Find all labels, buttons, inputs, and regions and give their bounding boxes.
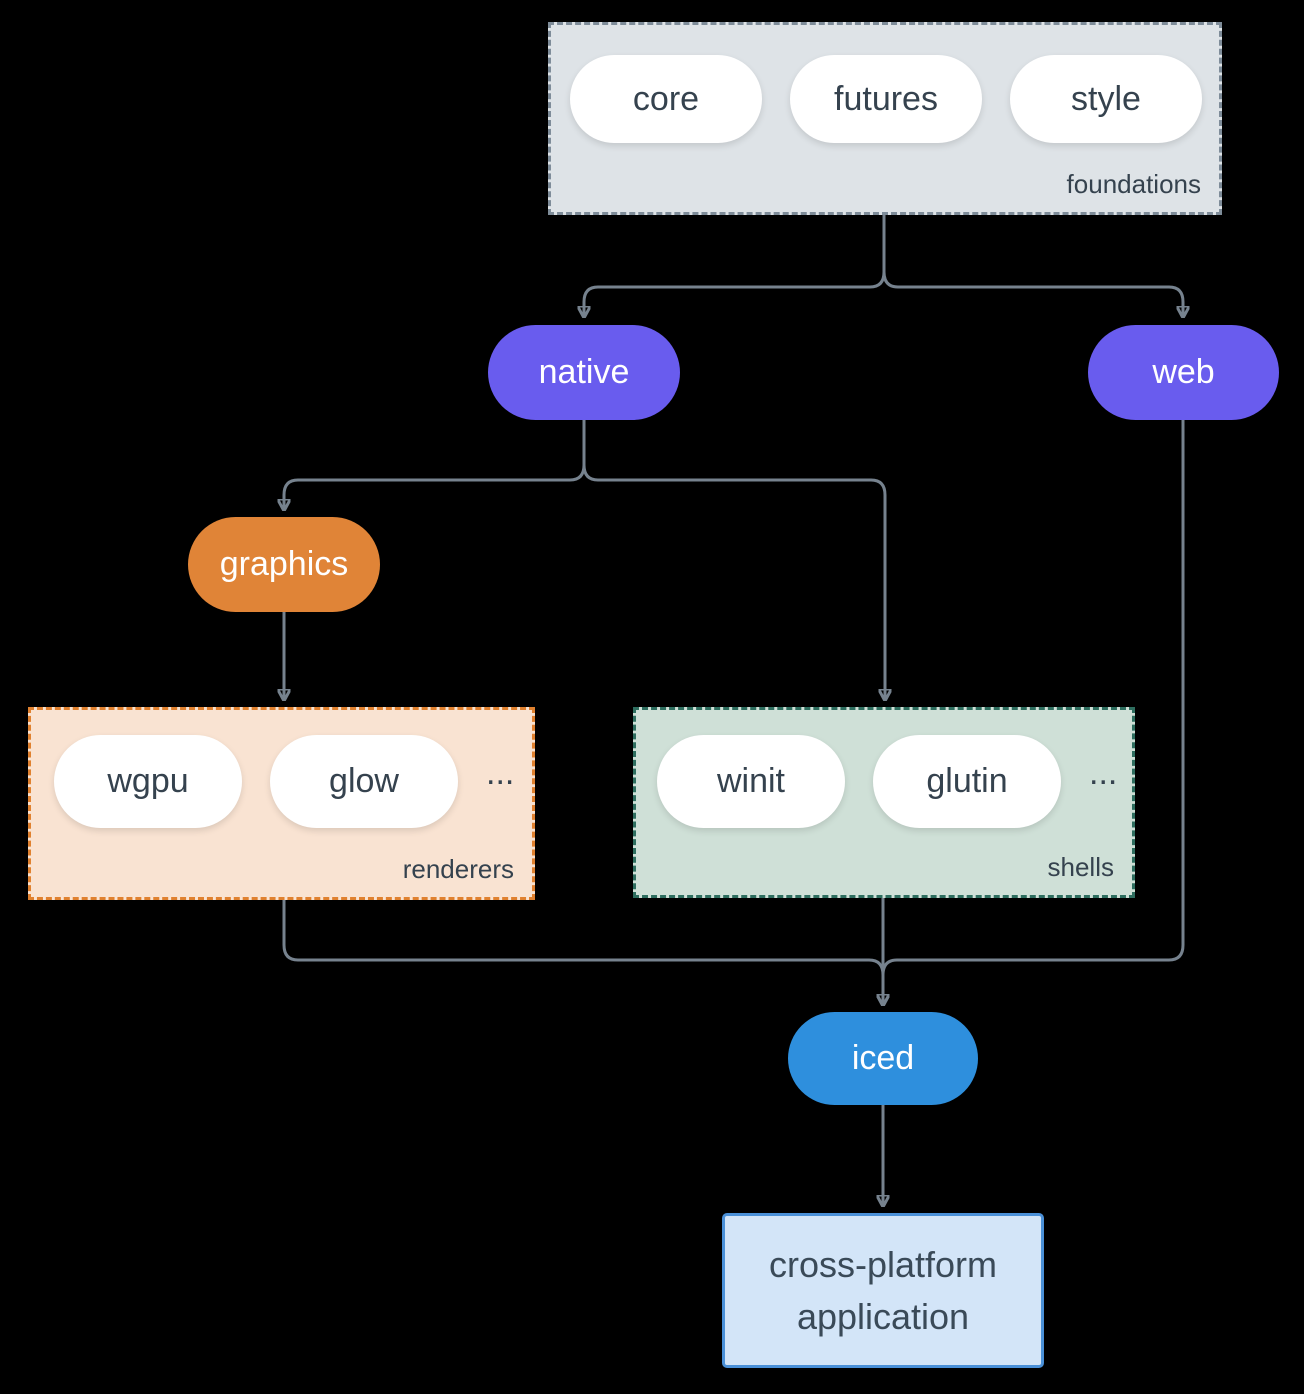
application-label-line2: application — [796, 1295, 970, 1337]
node-style: style — [1010, 55, 1202, 143]
cross-platform-application-box: cross-platform application — [722, 1213, 1044, 1368]
node-native: native — [488, 325, 680, 420]
node-graphics: graphics — [188, 517, 380, 612]
renderers-label: renderers — [402, 854, 514, 884]
foundations-label: foundations — [1066, 169, 1201, 199]
edge-native-shells — [582, 420, 885, 699]
node-futures: futures — [790, 55, 982, 143]
node-iced: iced — [788, 1012, 978, 1105]
node-glow: glow — [270, 735, 458, 828]
edge-renderers-iced — [282, 900, 883, 1004]
node-core: core — [570, 55, 762, 143]
edge-foundations-native — [584, 215, 886, 316]
shells-ellipsis: ... — [1089, 754, 1118, 792]
node-winit: winit — [657, 735, 845, 828]
node-web: web — [1088, 325, 1279, 420]
edge-native-graphics — [284, 420, 586, 509]
shells-group: winit glutin ... shells — [633, 707, 1135, 898]
shells-label: shells — [1047, 852, 1114, 882]
edge-foundations-web — [882, 215, 1183, 316]
foundations-group: core futures style foundations — [548, 22, 1222, 215]
node-wgpu: wgpu — [54, 735, 242, 828]
node-glutin: glutin — [873, 735, 1061, 828]
renderers-ellipsis: ... — [486, 754, 515, 792]
renderers-group: wgpu glow ... renderers — [28, 707, 535, 900]
application-label-line1: cross-platform — [768, 1243, 998, 1285]
